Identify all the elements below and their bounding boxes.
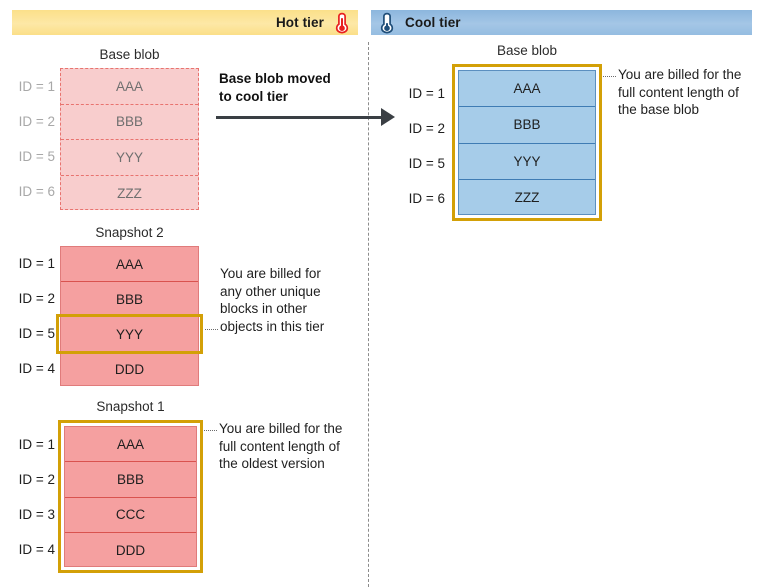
cool-base-blob-callout-line-2: the base blob [618,102,700,117]
snapshot-2-block-3: DDD [114,362,145,377]
hot-base-blob-block-1: BBB [61,105,198,140]
snapshot-2-title: Snapshot 2 [95,225,164,240]
snapshot-2-callout: You are billed for any other unique bloc… [220,265,360,335]
hot-tier-label: Hot tier [275,15,324,30]
hot-base-blob-id-3: ID = 6 [18,184,55,199]
cool-base-blob-blocks: AAA BBB YYY ZZZ [458,70,596,215]
cool-tier-header: Cool tier [371,10,752,35]
cool-base-blob-id-column: ID = 1 ID = 2 ID = 5 ID = 6 [390,70,445,212]
snapshot-1-id-0: ID = 1 [18,437,55,452]
snapshot-2-block-1: BBB [61,282,198,317]
snapshot-1-group: Snapshot 1 AAA BBB CCC DDD [58,399,203,573]
transition-arrow-line [216,116,382,119]
cool-base-blob-callout: You are billed for the full content leng… [618,66,762,119]
snapshot-1-callout-line-2: the oldest version [219,456,325,471]
snapshot-2-group: Snapshot 2 AAA BBB YYY DDD [60,225,199,386]
snapshot-1-block-0: AAA [65,427,196,463]
cool-base-blob-highlight-outline: AAA BBB YYY ZZZ [452,64,602,221]
snapshot-2-block-2: YYY [61,317,198,352]
snapshot-2-callout-line-2: blocks in other [220,301,308,316]
snapshot-2-id-3: ID = 4 [18,361,55,376]
hot-base-blob-block-3: ZZZ [117,185,142,201]
cool-base-blob-block-3: ZZZ [514,190,540,206]
cool-base-blob-callout-leader [603,76,616,77]
snapshot-2-block-0: AAA [61,247,198,282]
hot-tier-header: Hot tier [12,10,358,35]
cool-tier-label: Cool tier [405,15,461,30]
snapshot-1-id-column: ID = 1 ID = 2 ID = 3 ID = 4 [0,427,55,567]
snapshot-2-callout-leader [205,329,218,330]
transition-arrow-head [381,108,395,126]
hot-base-blob-group: Base blob AAA BBB YYY ZZZ [60,47,199,210]
snapshot-1-id-1: ID = 2 [18,472,55,487]
hot-base-blob-block-0: AAA [61,69,198,105]
cool-base-blob-id-2: ID = 5 [408,156,445,171]
snapshot-1-highlight-outline: AAA BBB CCC DDD [58,420,203,573]
cool-base-blob-id-3: ID = 6 [408,191,445,206]
hot-base-blob-id-0: ID = 1 [18,79,55,94]
hot-base-blob-title: Base blob [99,47,160,62]
snapshot-1-callout-leader [204,430,217,431]
cool-base-blob-block-0: AAA [459,71,595,108]
cool-base-blob-block-2: YYY [459,144,595,180]
cool-base-blob-block-1: BBB [459,107,595,144]
snapshot-2-callout-line-3: objects in this tier [220,318,325,334]
thermometer-cool-icon [380,12,394,33]
snapshot-2-id-2: ID = 5 [18,326,55,341]
cool-base-blob-title: Base blob [496,43,558,58]
snapshot-1-callout-line-1: full content length of [219,438,340,454]
snapshot-1-blocks: AAA BBB CCC DDD [64,426,197,567]
snapshot-1-callout: You are billed for the full content leng… [219,420,365,473]
snapshot-2-id-1: ID = 2 [18,291,55,306]
snapshot-2-blocks: AAA BBB YYY DDD [60,246,199,386]
cool-base-blob-callout-line-1: full content length of [618,84,739,100]
snapshot-1-title: Snapshot 1 [96,399,165,414]
tier-divider [368,42,369,587]
hot-base-blob-id-column: ID = 1 ID = 2 ID = 5 ID = 6 [0,68,55,210]
snapshot-1-block-2: CCC [65,498,196,533]
snapshot-1-block-1: BBB [65,462,196,498]
snapshot-2-id-0: ID = 1 [18,256,55,271]
snapshot-1-id-3: ID = 4 [18,542,55,557]
hot-base-blob-blocks: AAA BBB YYY ZZZ [60,68,199,210]
hot-base-blob-id-2: ID = 5 [18,149,55,164]
transition-label: Base blob moved to cool tier [219,70,379,105]
thermometer-hot-icon [335,12,349,33]
hot-base-blob-id-1: ID = 2 [18,114,55,129]
snapshot-2-callout-line-1: any other unique [220,283,321,299]
hot-base-blob-block-2: YYY [61,140,198,176]
snapshot-1-callout-line-0: You are billed for the [219,421,343,436]
cool-base-blob-callout-line-0: You are billed for the [618,67,742,82]
transition-label-line-1: Base blob moved [219,71,331,86]
snapshot-1-id-2: ID = 3 [18,507,55,522]
cool-base-blob-id-0: ID = 1 [408,86,445,101]
transition-label-line-2: to cool tier [219,88,289,104]
snapshot-1-block-3: DDD [115,542,146,558]
snapshot-2-id-column: ID = 1 ID = 2 ID = 5 ID = 4 [0,246,55,386]
cool-base-blob-id-1: ID = 2 [408,121,445,136]
snapshot-2-callout-line-0: You are billed for [220,266,321,281]
cool-base-blob-group: Base blob AAA BBB YYY ZZZ [452,43,602,221]
